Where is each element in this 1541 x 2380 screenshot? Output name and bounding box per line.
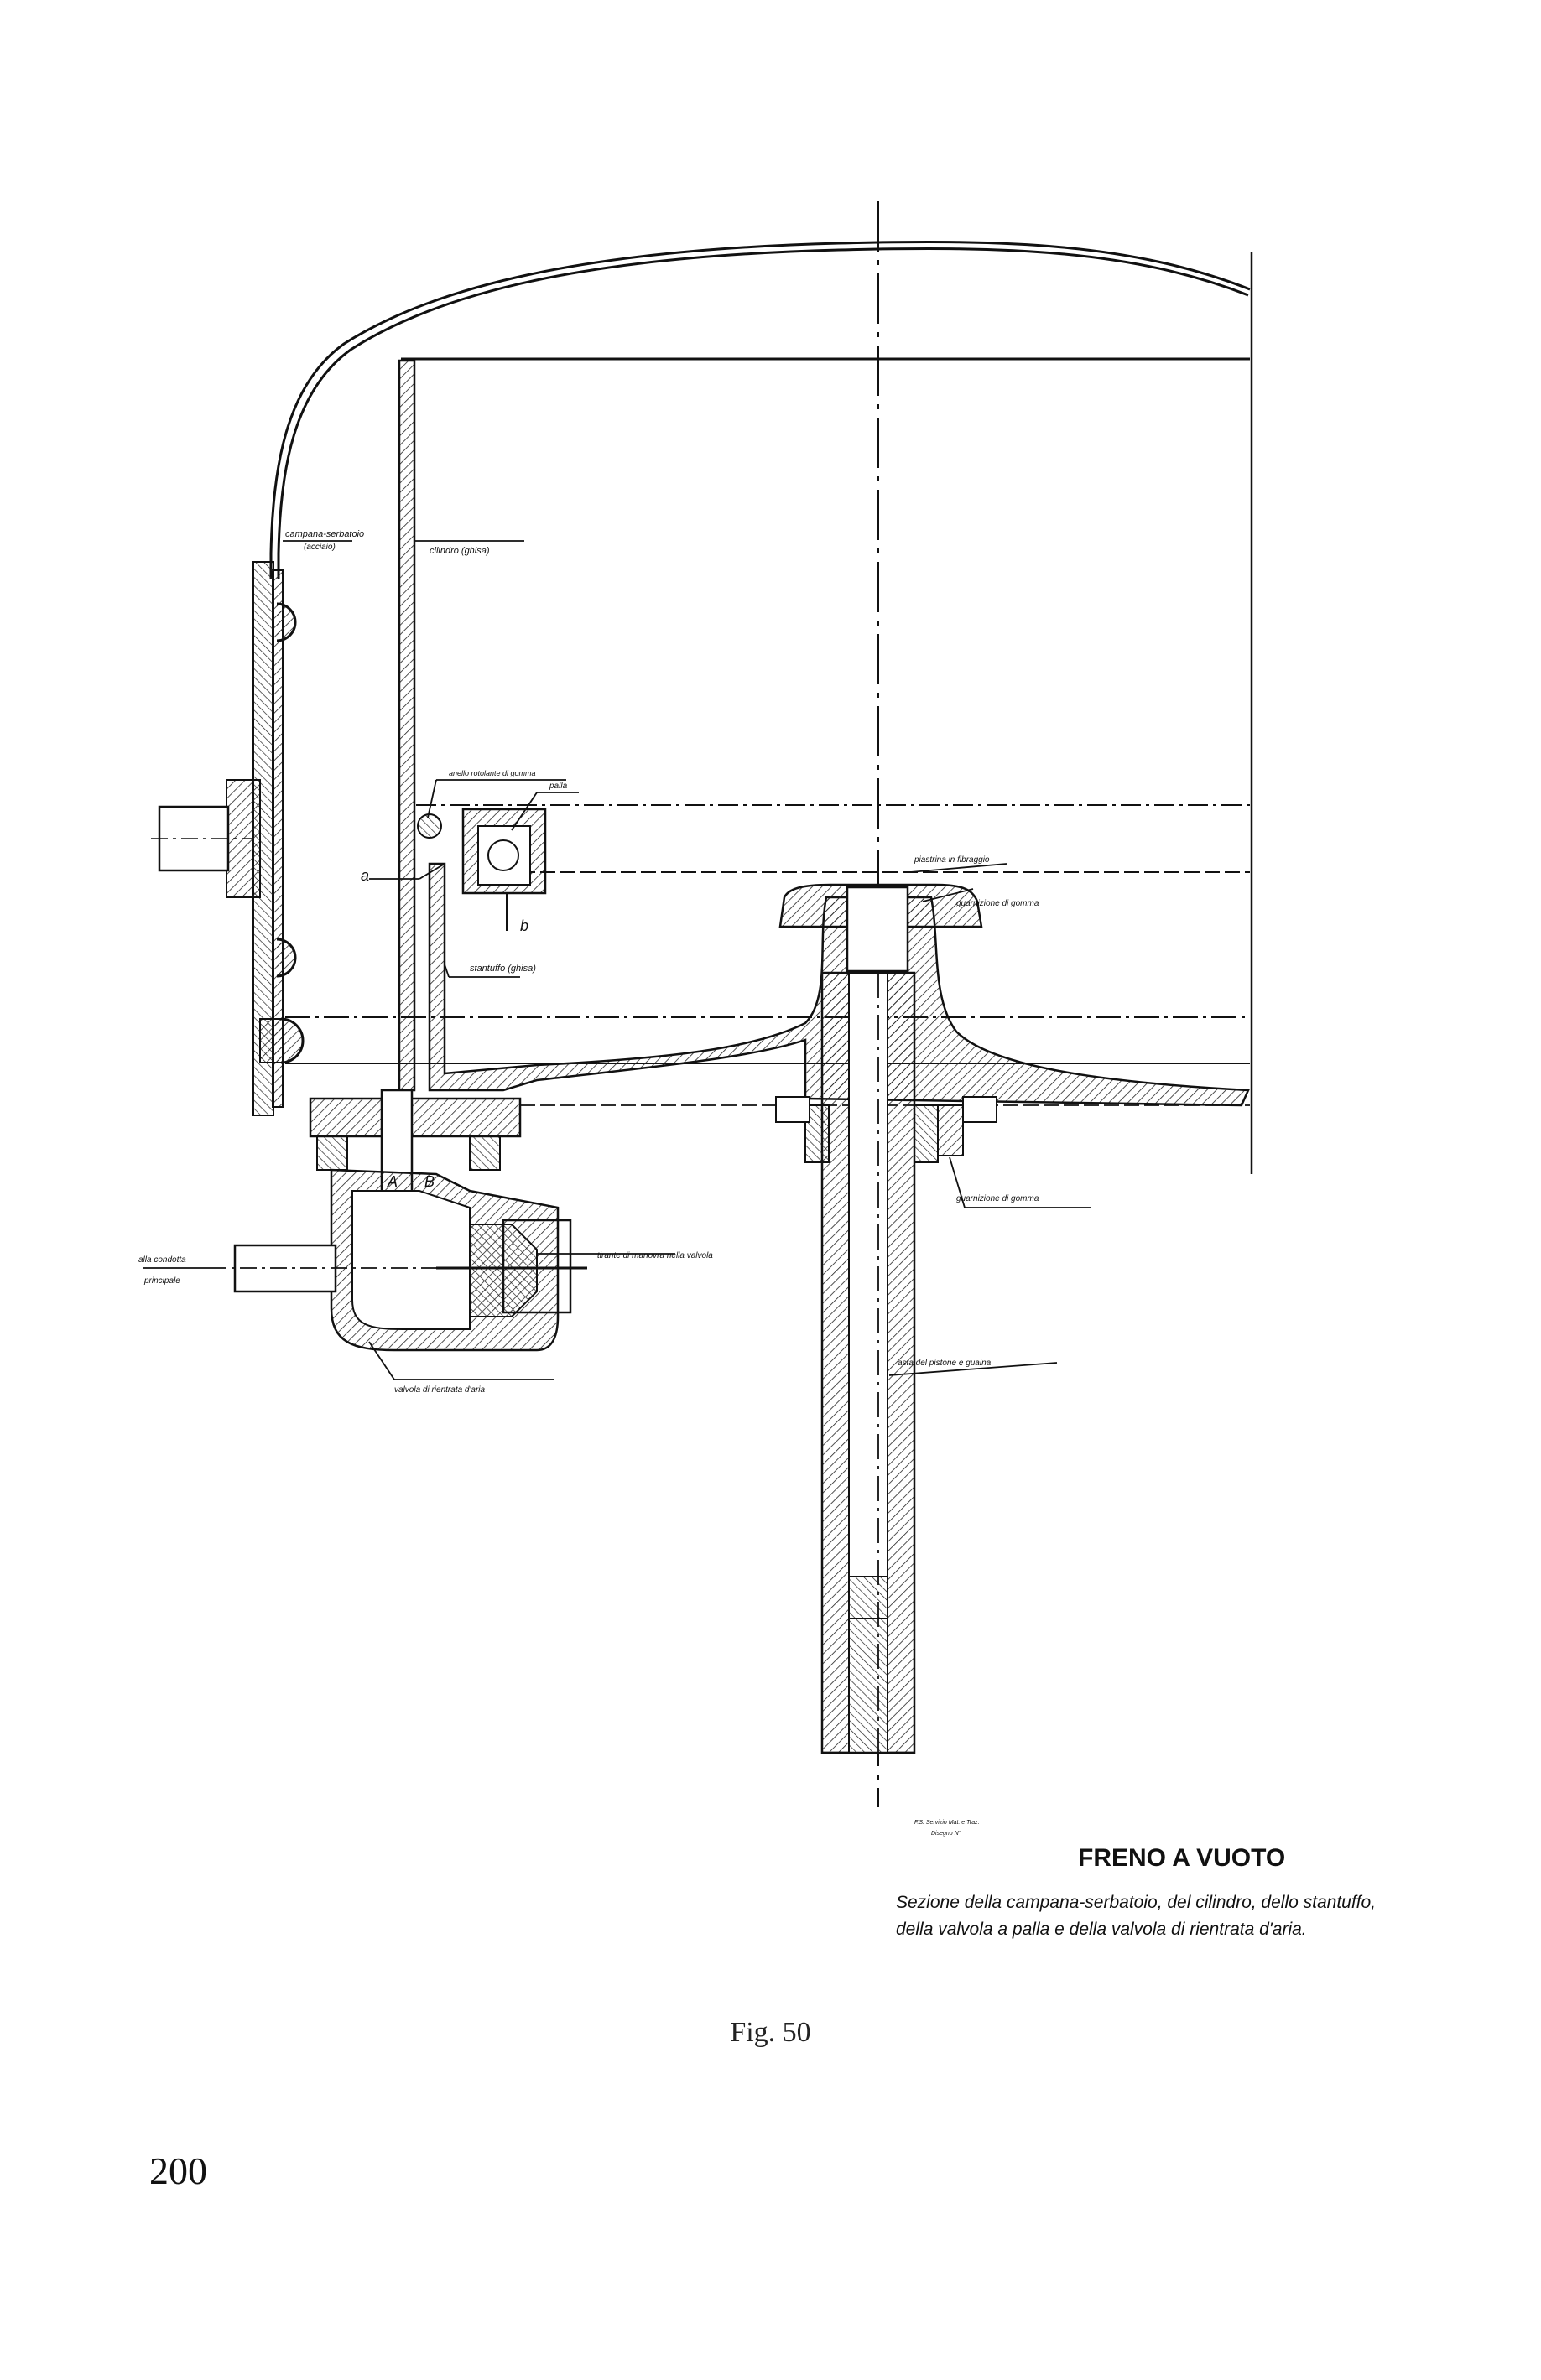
drawing-subtitle-line-1: Sezione della campana-serbatoio, del cil…: [896, 1893, 1376, 1912]
label-cilindro: cilindro (ghisa): [430, 546, 490, 556]
label-tirante: tirante di manovra nella valvola: [597, 1251, 713, 1260]
labels: campana-serbatoio (acciaio) cilindro (gh…: [138, 529, 1039, 1837]
label-valvola-rientrata: valvola di rientrata d'aria: [394, 1385, 486, 1395]
page-number: 200: [149, 2149, 207, 2192]
label-guarnizione-gomma-2: guarnizione di gomma: [956, 1194, 1039, 1203]
rubber-ring: [417, 813, 442, 839]
dome-outline: [269, 241, 1251, 579]
label-guarnizione-gomma: guarnizione di gomma: [956, 899, 1039, 908]
label-piastrina: piastrina in fibraggio: [914, 855, 990, 865]
ball: [487, 839, 519, 871]
label-asta: asta del pistone e guaina: [898, 1359, 992, 1368]
label-B: B: [424, 1173, 435, 1190]
label-stantuffo: stantuffo (ghisa): [470, 964, 536, 974]
label-b: b: [520, 917, 528, 934]
label-palla: palla: [549, 782, 568, 791]
drawing-lines: [151, 201, 1253, 1807]
label-a: a: [361, 867, 369, 884]
label-A: A: [387, 1173, 398, 1190]
figure-caption: Fig. 50: [730, 2017, 811, 2048]
label-campana-serbatoio: campana-serbatoio: [285, 529, 364, 539]
label-alla-condotta: alla condotta: [138, 1255, 186, 1265]
label-anello: anello rotolante di gomma: [449, 769, 536, 777]
lower-casting: [309, 1097, 522, 1138]
drawing-subtitle-line-2: della valvola a palla e della valvola di…: [896, 1920, 1307, 1939]
title-block: FRENO A VUOTO Sezione della campana-serb…: [896, 1844, 1376, 1939]
draughtsman-line-2: Disegno N°: [931, 1830, 961, 1837]
draughtsman-line-1: F.S. Servizio Mat. e Traz.: [914, 1820, 980, 1826]
leader-lines: [143, 540, 1091, 1380]
cylinder-wall: [398, 359, 416, 1092]
drawing-title: FRENO A VUOTO: [1078, 1844, 1285, 1872]
label-acciaio: (acciaio): [304, 543, 336, 552]
label-principale: principale: [143, 1276, 180, 1286]
